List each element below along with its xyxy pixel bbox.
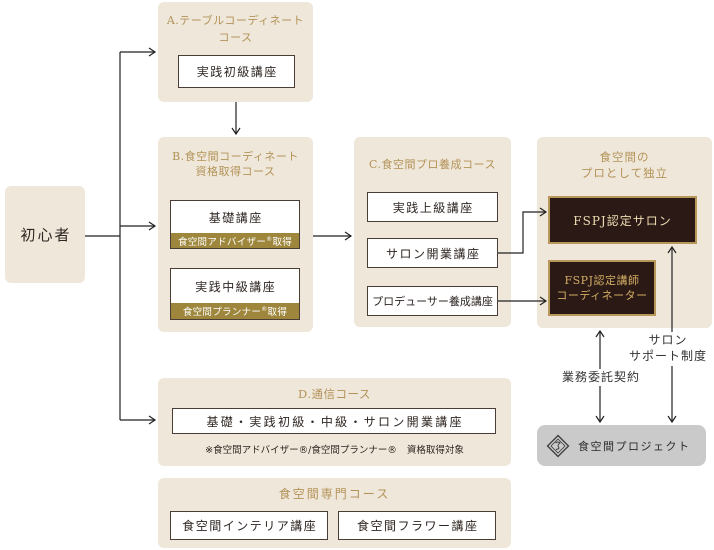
independence-title-line1: 食空間の [599,150,650,164]
certified-salon-box: FSPJ認定サロン [548,196,697,244]
course-c-title: C.食空間プロ養成コース [369,158,496,171]
specialty-item-flower: 食空間フラワー講座 [338,511,496,540]
course-c-item-salon-opening: サロン開業講座 [367,238,498,268]
course-a-title-line2: コース [218,31,253,44]
registered-mark: ® [261,306,268,313]
qualification-badge: 食空間プランナー®取得 [171,303,299,319]
course-c-panel: C.食空間プロ養成コース 実践上級講座 サロン開業講座 プロデューサー養成講座 [354,137,511,327]
specialty-item-interior: 食空間インテリア講座 [170,511,328,540]
badge-text: 食空間プランナー [182,307,262,318]
course-item-label: 実践中級講座 [195,279,277,294]
support-label-line1: サロン [648,333,688,347]
course-c-item-practical-advanced: 実践上級講座 [367,192,498,222]
badge-suffix: 取得 [272,236,293,248]
course-b-item-basic: 基礎講座 食空間アドバイザー®取得 [170,200,300,249]
fspj-logo-icon [546,434,570,458]
course-a-title-line1: A.テーブルコーディネート [166,14,305,27]
course-d-title: D.通信コース [298,387,371,401]
badge-suffix: 取得 [267,307,288,318]
food-space-project-label: 食空間プロジェクト [578,439,691,453]
qualification-badge: 食空間アドバイザー®取得 [171,233,299,248]
independence-title-line2: プロとして独立 [580,166,669,180]
registered-mark: ® [266,235,273,243]
contract-label: 業務委託契約 [558,369,644,386]
course-b-item-practical-intermediate: 実践中級講座 食空間プランナー®取得 [170,268,300,320]
beginner-label: 初心者 [20,226,72,244]
specialty-title: 食空間専門コース [278,487,391,501]
course-b-panel: B.食空間コーディネート 資格取得コース 基礎講座 食空間アドバイザー®取得 実… [158,137,313,332]
course-item-label: 基礎・実践初級・中級・サロン開業講座 [206,414,464,429]
course-d-item-all-courses: 基礎・実践初級・中級・サロン開業講座 [172,408,496,434]
course-item-label: プロデューサー養成講座 [372,295,493,308]
course-c-item-producer-training: プロデューサー養成講座 [367,286,498,316]
support-label-line2: サポート制度 [628,349,707,363]
food-space-project-box: 食空間プロジェクト [537,425,706,466]
course-d-note-main: ※食空間アドバイザー®/食空間プランナー® [205,445,397,456]
course-item-label: 食空間フラワー講座 [356,519,479,533]
course-item-label: サロン開業講座 [385,246,481,261]
course-b-title-line2: 資格取得コース [195,165,276,178]
specialty-panel: 食空間専門コース 食空間インテリア講座 食空間フラワー講座 [158,478,511,548]
certified-instructor-box: FSPJ認定講師 コーディネーター [548,260,656,316]
course-item-label: 実践上級講座 [392,200,474,215]
course-d-note: ※食空間アドバイザー®/食空間プランナー® 資格取得対象 [158,444,511,458]
course-a-panel: A.テーブルコーディネート コース 実践初級講座 [158,2,313,102]
certified-instructor-line2: コーディネーター [556,289,648,302]
certified-instructor-line1: FSPJ認定講師 [564,274,640,287]
course-item-label: 基礎講座 [208,210,263,225]
certified-salon-label: FSPJ認定サロン [573,213,672,228]
course-b-title-line1: B.食空間コーディネート [172,150,299,163]
course-item-label: 実践初級講座 [196,65,278,79]
course-d-note-suffix: 資格取得対象 [406,445,464,456]
badge-text: 食空間アドバイザー [177,236,267,248]
support-label: サロン サポート制度 [624,332,712,366]
beginner-node: 初心者 [5,186,85,283]
independence-panel: 食空間の プロとして独立 FSPJ認定サロン FSPJ認定講師 コーディネーター [537,137,712,328]
course-item-label: 食空間インテリア講座 [182,519,318,533]
course-a-item-practical-beginner: 実践初級講座 [178,55,295,88]
course-d-panel: D.通信コース 基礎・実践初級・中級・サロン開業講座 ※食空間アドバイザー®/食… [158,378,511,466]
